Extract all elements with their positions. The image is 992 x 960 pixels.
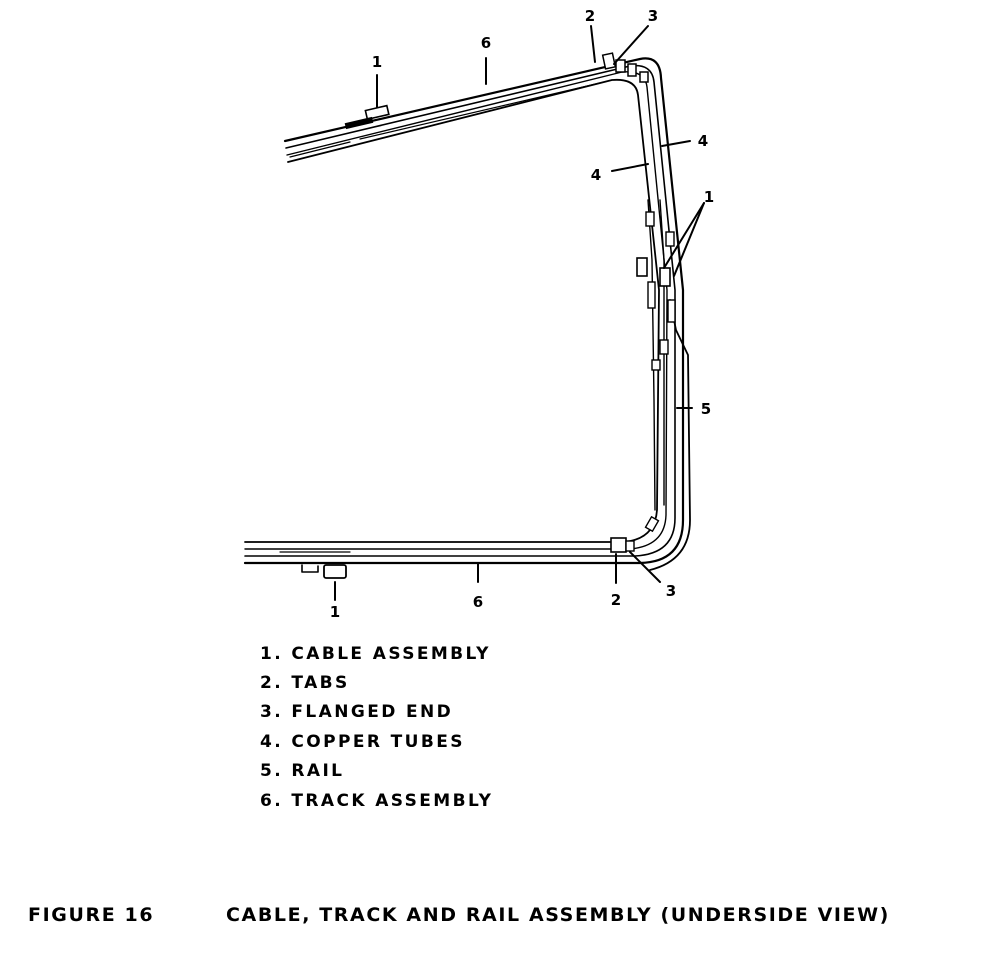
cable-assembly-right xyxy=(636,211,676,371)
legend: 1. CABLE ASSEMBLY 2. TABS 3. FLANGED END… xyxy=(260,644,493,811)
callout-right-cable-assembly: 1 xyxy=(704,188,714,206)
callout-copper-tubes-outer: 4 xyxy=(698,132,708,150)
callout-bottom-track-assembly: 6 xyxy=(473,593,483,611)
legend-item-copper-tubes: 4. COPPER TUBES xyxy=(260,732,465,752)
legend-item-track-assembly: 6. TRACK ASSEMBLY xyxy=(260,791,493,811)
callout-rail: 5 xyxy=(701,400,711,418)
callout-bottom-cable-assembly: 1 xyxy=(330,603,340,621)
figure-label: FIGURE 16 xyxy=(28,904,154,926)
leader-lines xyxy=(334,25,705,601)
copper-tubes xyxy=(647,199,665,511)
track-frame xyxy=(243,57,685,565)
legend-item-cable-assembly: 1. CABLE ASSEMBLY xyxy=(260,644,491,664)
figure-title: CABLE, TRACK AND RAIL ASSEMBLY (UNDERSID… xyxy=(226,904,890,926)
legend-item-rail: 5. RAIL xyxy=(260,761,344,781)
callout-bottom-flanged-end: 3 xyxy=(666,582,676,600)
callout-bottom-tabs: 2 xyxy=(611,591,621,609)
bottom-corner-hardware xyxy=(610,515,660,553)
callout-top-track-assembly: 6 xyxy=(481,34,491,52)
frame-innermost-line xyxy=(289,82,601,158)
callout-top-tabs: 2 xyxy=(585,7,595,25)
callout-copper-tubes-inner: 4 xyxy=(591,166,601,184)
callout-top-flanged-end: 3 xyxy=(648,7,658,25)
top-corner-hardware xyxy=(601,52,649,83)
legend-item-tabs: 2. TABS xyxy=(260,673,350,693)
frame-inner-line xyxy=(244,78,660,543)
cable-assembly-top xyxy=(344,104,390,130)
frame-line-2 xyxy=(244,64,676,557)
callout-top-cable-assembly: 1 xyxy=(372,53,382,71)
frame-outer-line xyxy=(243,57,685,565)
rail xyxy=(649,299,691,571)
cable-assembly-bottom xyxy=(279,551,351,579)
legend-item-flanged-end: 3. FLANGED END xyxy=(260,702,453,722)
